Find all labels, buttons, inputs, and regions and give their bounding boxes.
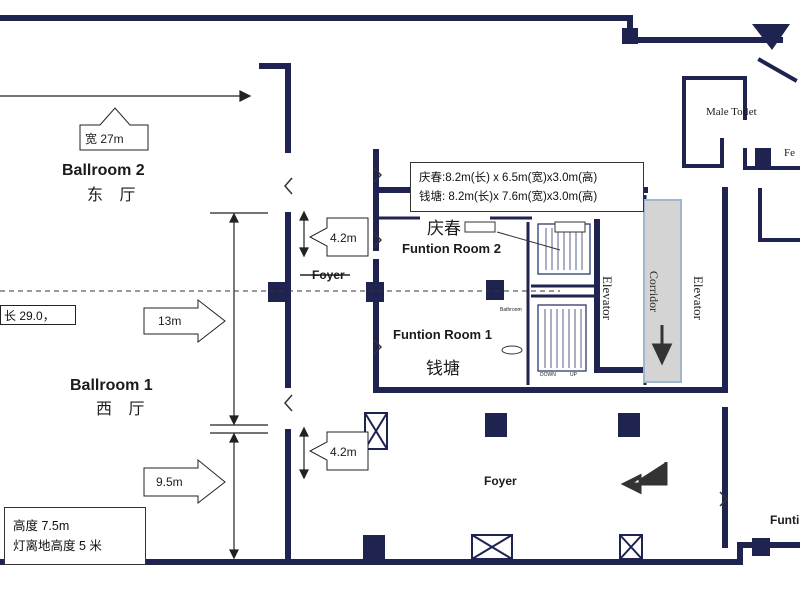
up-label: UP [570,372,577,378]
male-toilet-label: Male Toilet [706,106,757,118]
ballroom2-label: Ballroom 2 [62,162,145,179]
info-line-1: 庆春:8.2m(长) x 6.5m(宽)x3.0m(高) [419,172,598,184]
corridor-label: Corridor [647,270,662,313]
corridor-arrow [651,325,673,366]
width-dimension-label: 宽 27m [85,132,124,146]
elevator-right-label: Elevator [691,275,707,321]
b1-height-dimension-label: 13m [158,314,182,328]
toilet-wall-2 [757,57,800,242]
foyer-small-label: Foyer [312,268,345,282]
dimension-lines [0,90,309,560]
top-wall [0,15,783,43]
leader-line [496,231,561,251]
foyer-direction-arrow [620,462,668,495]
ballroom2-cn-label: 东 厅 [87,187,142,204]
function-room1-cn-label: 钱塘 [426,359,460,378]
foyer-main-label: Foyer [484,474,517,488]
function-room2-cn-label: 庆春 [427,219,461,238]
ceiling-height-note-box: 高度 7.5m 灯离地高度 5 米 [4,507,146,565]
female-toilet-label: Fe [784,147,795,159]
stair-steps [544,228,583,368]
note-line-2: 灯离地高度 5 米 [13,539,102,553]
function-room1-label: Funtion Room 1 [393,327,492,342]
crossed-columns [364,412,643,560]
elevator-wall [594,219,643,373]
ballroom1-cn-label: 西 厅 [96,401,151,418]
length-dimension-label: 长 29.0， [0,305,76,325]
label-arrows [79,107,369,505]
ballroom-wall-top [259,63,291,153]
elevator-left-label: Elevator [600,275,616,321]
door-lower-dimension-label: 4.2m [330,445,357,459]
ballroom1-label: Ballroom 1 [70,377,153,394]
door-marks [284,167,729,507]
note-line-1: 高度 7.5m [13,519,70,533]
gallery-wall-mid [373,259,728,393]
info-line-2: 钱塘: 8.2m(长)x 7.6m(宽)x3.0m(高) [419,191,598,203]
function-right-label: Funti [770,513,800,527]
lower-dimension-label: 9.5m [156,475,183,489]
door-upper-dimension-label: 4.2m [330,231,357,245]
function-room2-label: Funtion Room 2 [402,241,501,256]
toilet-wall [682,76,800,170]
down-label: DOWN [540,372,556,378]
bathroom-label: Bathroom [500,307,522,313]
columns [268,24,790,559]
function-room-info-box: 庆春:8.2m(长) x 6.5m(宽)x3.0m(高) 钱塘: 8.2m(长)… [410,162,644,212]
